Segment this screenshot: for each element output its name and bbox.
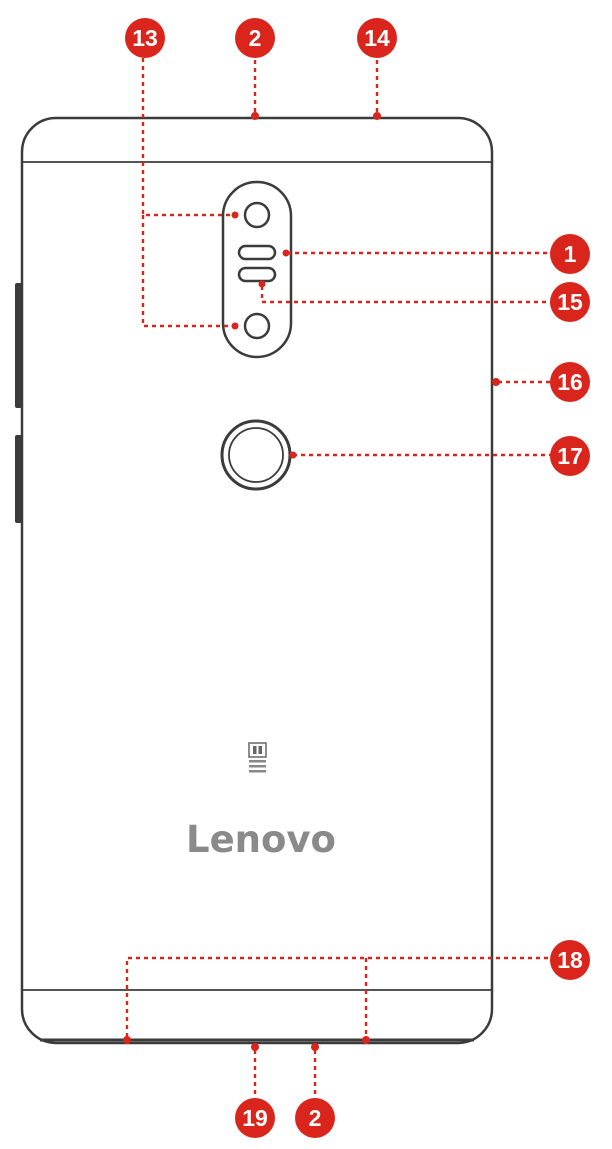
svg-text:18: 18	[557, 947, 583, 973]
callout-badge-19: 19	[235, 1098, 275, 1138]
dot-16	[492, 378, 500, 386]
leader-13-lower	[141, 215, 234, 328]
fingerprint-inner-ring	[228, 427, 284, 483]
svg-text:16: 16	[557, 369, 583, 395]
brand-logo: Lenovo	[186, 818, 336, 861]
svg-text:14: 14	[364, 25, 390, 51]
callout-badge-2-bottom: 2	[295, 1098, 335, 1138]
callout-badge-17: 17	[550, 436, 590, 476]
dot-19	[251, 1043, 259, 1051]
fingerprint-sensor	[220, 419, 292, 491]
callout-badge-1: 1	[550, 234, 590, 274]
dot-18-left	[123, 1036, 131, 1044]
power-button	[15, 435, 22, 523]
phone-body	[20, 116, 494, 1045]
laser-sensor-icon	[237, 266, 277, 283]
lower-camera-lens-icon	[243, 312, 271, 340]
camera-housing	[221, 180, 293, 359]
callout-badge-15: 15	[550, 282, 590, 322]
svg-text:17: 17	[557, 443, 583, 469]
camera-module	[221, 180, 293, 359]
side-buttons	[15, 283, 22, 523]
certification-mark-icon	[248, 742, 267, 773]
callout-badge-16: 16	[550, 362, 590, 402]
leader-13	[141, 50, 234, 217]
svg-text:13: 13	[132, 25, 158, 51]
callout-badge-2-top: 2	[235, 18, 275, 58]
volume-button	[15, 283, 22, 408]
fingerprint-outer-ring	[220, 419, 292, 491]
svg-text:2: 2	[309, 1105, 322, 1131]
dot-1	[282, 249, 290, 257]
dot-13-upper	[231, 211, 239, 219]
callout-badge-13: 13	[125, 18, 165, 58]
phone-outline	[20, 116, 494, 1045]
anchor-dots	[123, 112, 500, 1051]
leader-15	[260, 286, 552, 304]
svg-text:1: 1	[564, 241, 577, 267]
dot-14	[373, 112, 381, 120]
callout-badge-18: 18	[550, 940, 590, 980]
dot-18-right	[362, 1036, 370, 1044]
leader-lines	[125, 50, 552, 1104]
dot-2-top	[251, 112, 259, 120]
dot-13-lower	[231, 322, 239, 330]
callout-badge-14: 14	[357, 18, 397, 58]
svg-text:2: 2	[249, 25, 262, 51]
leader-18	[125, 956, 552, 1037]
dot-15	[258, 280, 266, 288]
dot-2-bottom	[311, 1043, 319, 1051]
svg-text:19: 19	[242, 1105, 268, 1131]
flash-icon	[237, 244, 277, 261]
svg-text:15: 15	[557, 289, 583, 315]
dot-17	[289, 451, 297, 459]
upper-camera-lens-icon	[243, 201, 271, 229]
